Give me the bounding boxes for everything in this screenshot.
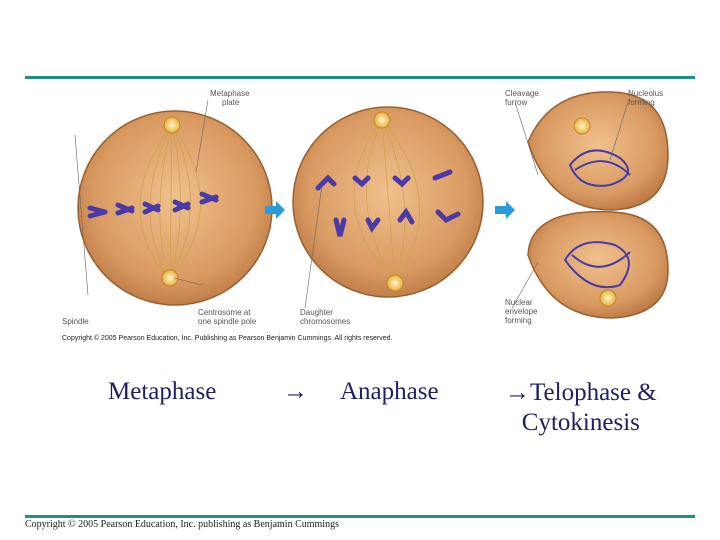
telophase-centrosome-bottom-icon	[599, 289, 617, 307]
arrow-2-icon	[495, 201, 515, 219]
figure-copyright: Copyright © 2005 Pearson Education, Inc.…	[62, 334, 392, 342]
metaphase-cell	[77, 110, 273, 306]
metaphase-chromosomes	[87, 191, 219, 219]
caption-telophase-line1: →Telophase &	[505, 379, 657, 406]
label-spindle: Spindle	[62, 317, 89, 326]
label-nucleolus-forming: Nucleolus forming	[628, 89, 665, 107]
caption-anaphase: Anaphase	[340, 378, 439, 405]
caption-arrow: →	[283, 378, 308, 405]
anaphase-centrosome-top-icon	[373, 111, 391, 129]
caption-telophase: →Telophase & Cytokinesis	[505, 378, 657, 438]
anaphase-centrosome-bottom-icon	[386, 274, 404, 292]
label-metaphase-plate: Metaphase plate	[210, 89, 252, 107]
telophase-nuclei	[563, 149, 631, 289]
bottom-divider	[25, 515, 695, 518]
caption-telophase-line2: Cytokinesis	[521, 409, 640, 436]
label-centrosome: Centrosome at one spindle pole	[198, 308, 257, 326]
top-divider	[25, 76, 695, 79]
telophase-cells	[527, 91, 669, 319]
leader-lines	[74, 99, 629, 309]
centrosome-bottom-icon	[161, 269, 179, 287]
cell-division-figure: Metaphase plate Cleavage furrow Nucleolu…	[62, 89, 669, 342]
caption-metaphase: Metaphase	[108, 378, 217, 405]
centrosome-top-icon	[163, 116, 181, 134]
label-daughter-chromosomes: Daughter chromosomes	[300, 308, 350, 326]
telophase-centrosome-top-icon	[573, 117, 591, 135]
label-cleavage-furrow: Cleavage furrow	[505, 89, 541, 107]
anaphase-spindle	[353, 119, 420, 284]
anaphase-chromosomes	[315, 169, 461, 237]
label-nuclear-envelope: Nuclear envelope forming	[505, 298, 540, 325]
arrow-1-icon	[265, 201, 285, 219]
footer-copyright: Copyright © 2005 Pearson Education, Inc.…	[25, 519, 339, 530]
anaphase-cell	[292, 106, 484, 298]
